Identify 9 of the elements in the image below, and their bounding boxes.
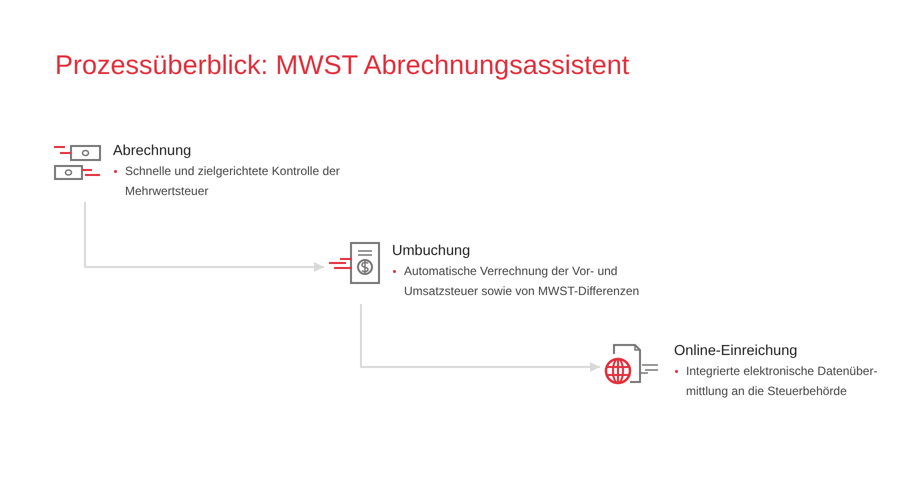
step-description: Automatische Verrechnung der Vor- und Umsatzsteuer sowie von MWST-Differenzen xyxy=(404,264,640,298)
flow-arrow xyxy=(360,304,600,372)
step-description: Integrierte elektronische Datenüber- mittlung an die Steuerbehörde xyxy=(686,364,878,398)
flow-arrow xyxy=(84,202,324,272)
title: Prozessüberblick: MWST Abrechnungsassistent xyxy=(55,50,630,81)
step-description: Schnelle und zielgerichtete Kontrolle der Mehrwertsteuer xyxy=(125,164,340,198)
step-heading: Abrechnung xyxy=(113,142,192,160)
step-heading: Online-Einreichung xyxy=(674,342,798,360)
step-heading: Umbuchung xyxy=(392,242,472,260)
